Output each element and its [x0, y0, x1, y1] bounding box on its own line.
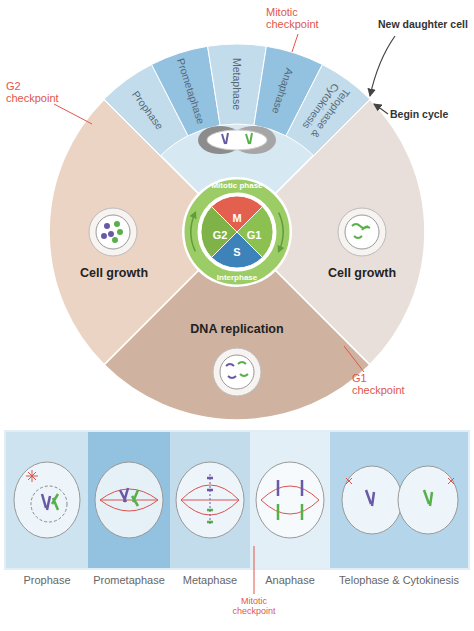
phase-quadrant: S [225, 242, 249, 256]
panel-bg [250, 432, 330, 568]
panel-bg [330, 432, 468, 568]
leader-line [344, 346, 364, 372]
checkpoint-label: G2 checkpoint [6, 80, 68, 104]
phase-slice: Prometaphase [174, 52, 210, 130]
node-text: Prophase [120, 74, 176, 144]
node-text: Metaphase [231, 45, 243, 123]
panel-frame [4, 430, 470, 570]
checkpoint-tick [254, 546, 255, 594]
phase-ring: Mitotic phaseInterphase M G2 G1S [183, 178, 291, 286]
stage-panel: Anaphase [250, 432, 330, 568]
nucleus-outline [31, 486, 67, 522]
stage-panel: Prophase [6, 432, 88, 568]
panel-caption: Telophase & Cytokinesis [326, 574, 472, 587]
ring-arrow [279, 213, 283, 252]
cell-outline [176, 462, 244, 538]
chromosome [278, 504, 302, 520]
node-text: S [225, 245, 249, 259]
cell-outline [256, 462, 324, 538]
s-cell [213, 348, 261, 396]
pointer-arrow [370, 36, 395, 96]
chromosome [352, 224, 370, 238]
panel-bg [6, 432, 88, 568]
dividing-cell-inner [207, 130, 267, 150]
node-text: Cell growth [316, 266, 408, 281]
aster [26, 470, 38, 482]
phase-slice: Telophase & Cytokinesis [296, 74, 357, 145]
g2-nucleus [96, 215, 130, 249]
phase-slice: Anaphase [265, 52, 301, 130]
cell-outline [95, 462, 163, 538]
phase-quadrant: M [225, 208, 249, 222]
panel-caption: Prometaphase [84, 574, 174, 587]
checkpoint-label: G1 checkpoint [352, 372, 416, 396]
node-text: Anaphase [265, 52, 301, 130]
g1-cell [338, 208, 386, 256]
s-nucleus [220, 355, 254, 389]
node-text: G2 [208, 228, 232, 242]
phase-quadrant: G1 [242, 225, 266, 239]
phase-ring-band [191, 186, 283, 278]
panel-bg [170, 432, 250, 568]
checkpoint-label: Mitotic checkpoint [266, 6, 330, 30]
cell-outline [14, 462, 80, 538]
node-text: DNA replication [177, 322, 297, 337]
phase-slice: Prophase [120, 74, 176, 144]
chromosome [366, 490, 374, 506]
phase-slice: Metaphase [231, 45, 243, 123]
chromosome [112, 221, 123, 243]
pointer-arrow [374, 104, 388, 114]
telophase-slice [286, 65, 370, 156]
panel-caption: Anaphase [246, 574, 334, 587]
s-sector [104, 232, 370, 420]
node-text: Mitotic phase [183, 181, 291, 191]
chromosome [246, 133, 252, 144]
chromosome [101, 223, 114, 239]
phase-quadrant: G2 [208, 225, 232, 239]
metaphase-plate [210, 474, 211, 526]
chromosome [424, 490, 432, 506]
leader-line [54, 104, 92, 124]
node-text: Cell growth [68, 266, 160, 281]
chromosome [52, 494, 58, 510]
callout-label: New daughter cell [378, 18, 474, 30]
chromosome [120, 488, 128, 502]
g2-cell [89, 208, 137, 256]
ring-backdrop [182, 177, 292, 287]
ring-arrow [191, 213, 195, 252]
phase-sector: DNA replication [177, 322, 297, 337]
node-text: Interphase [183, 273, 291, 283]
node-text: Telophase & Cytokinesis [296, 74, 357, 145]
node-text: G1 [242, 228, 266, 242]
stage-panel: Telophase & Cytokinesis [330, 432, 468, 568]
chromosome [226, 364, 236, 378]
chromosome [42, 494, 50, 510]
chromosome [238, 362, 248, 376]
g2-quadrant [201, 207, 237, 258]
phase-sector: Cell growth [316, 266, 408, 281]
phase-sector: Cell growth [68, 266, 160, 281]
node-text: Prometaphase [174, 52, 210, 130]
g1-nucleus [345, 215, 379, 249]
stage-panel: Metaphase [170, 432, 250, 568]
panel-bg [88, 432, 170, 568]
chromosome [132, 490, 138, 506]
cell-outline [342, 466, 402, 534]
leader-line [292, 34, 298, 52]
cell-outline [398, 466, 458, 534]
panel-caption: Metaphase [166, 574, 254, 587]
callout-label: Begin cycle [390, 108, 470, 120]
panel-caption: Prophase [2, 574, 92, 587]
stage-panel: Prometaphase [88, 432, 170, 568]
chromosome [278, 480, 302, 496]
spindle [100, 489, 158, 511]
aster [346, 478, 454, 484]
spindle [261, 486, 319, 514]
node-text: M [225, 211, 249, 225]
checkpoint-label: Mitotic checkpoint [224, 596, 284, 616]
chromosome [222, 133, 228, 144]
